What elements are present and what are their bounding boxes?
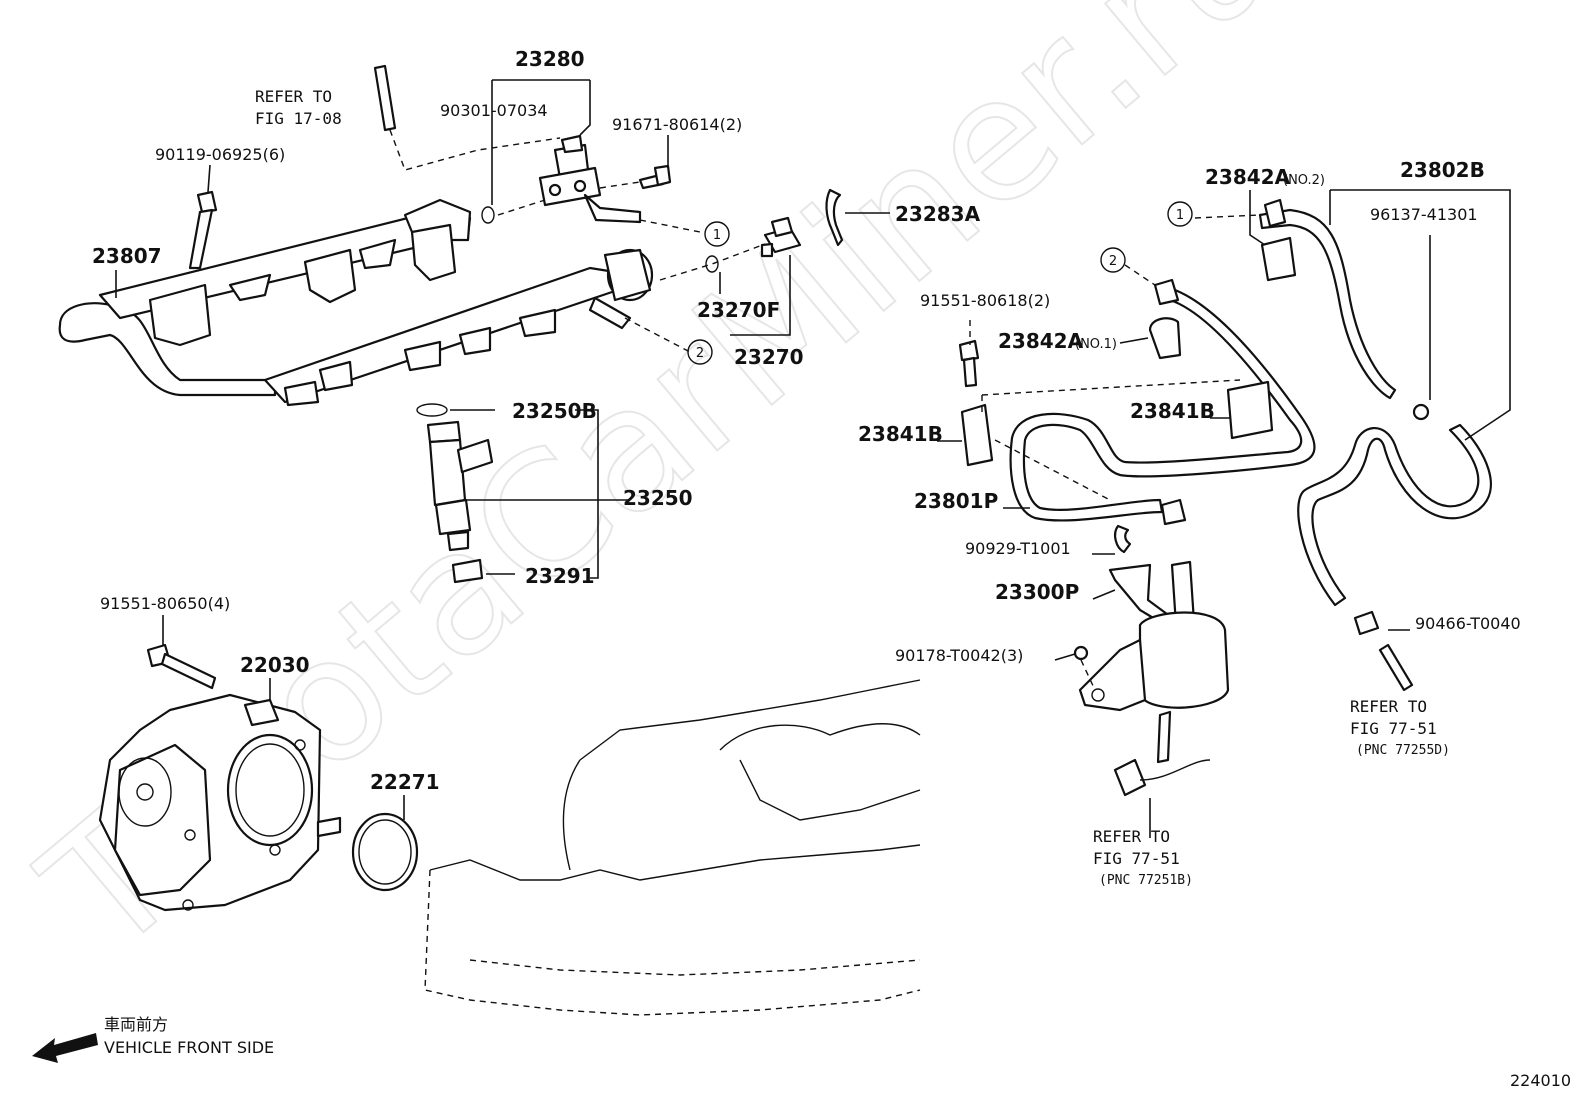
label-90301-07034[interactable]: 90301-07034 <box>440 101 548 120</box>
label-23842A-no2[interactable]: 23842A <box>1205 165 1291 189</box>
label-91551-80650[interactable]: 91551-80650(4) <box>100 594 230 613</box>
label-refer-fig-77-51-a-line3: (PNC 77255D) <box>1356 743 1450 758</box>
clamp-23841B-left[interactable] <box>960 403 994 467</box>
label-23270F[interactable]: 23270F <box>697 298 780 322</box>
clip-23283A[interactable] <box>825 188 844 247</box>
clamp-23842A-no1[interactable] <box>1148 317 1182 360</box>
label-23250B[interactable]: 23250B <box>512 399 597 423</box>
throttle-body-22030[interactable] <box>98 693 342 912</box>
gasket-22271[interactable] <box>351 812 419 892</box>
connector-2-left: 2 <box>687 339 713 365</box>
connector-2-right: 2 <box>1100 247 1126 273</box>
fuel-tube-23801P[interactable] <box>1009 278 1316 526</box>
label-refer-fig-17-08-line1: REFER TO <box>255 87 332 106</box>
label-23842A-no1-note: (NO.1) <box>1075 337 1117 352</box>
bolt-91551-80618[interactable] <box>958 339 980 388</box>
label-23250[interactable]: 23250 <box>623 486 693 510</box>
vehicle-front-indicator: 車両前方 VEHICLE FRONT SIDE <box>32 1015 274 1063</box>
label-90466-T0040[interactable]: 90466-T0040 <box>1415 614 1521 633</box>
label-91551-80618[interactable]: 91551-80618(2) <box>920 291 1050 310</box>
connector-1-right: 1 <box>1167 201 1193 227</box>
label-23300P[interactable]: 23300P <box>995 580 1079 604</box>
label-22030[interactable]: 22030 <box>240 653 310 677</box>
label-23841B-right[interactable]: 23841B <box>1130 399 1215 423</box>
label-23801P[interactable]: 23801P <box>914 489 998 513</box>
label-23283A[interactable]: 23283A <box>895 202 981 226</box>
clamp-90466-T0040[interactable] <box>1353 610 1380 636</box>
vapor-tube-end <box>1378 643 1414 692</box>
intake-manifold <box>424 679 921 1016</box>
svg-text:1: 1 <box>1176 208 1184 223</box>
label-refer-fig-77-51-a-line2: FIG 77-51 <box>1350 719 1437 738</box>
label-23270[interactable]: 23270 <box>734 345 804 369</box>
label-23841B-left[interactable]: 23841B <box>858 422 943 446</box>
label-96137-41301[interactable]: 96137-41301 <box>1370 205 1478 224</box>
leader-lines <box>115 79 1511 838</box>
clamp-23841B-right[interactable] <box>1226 380 1274 440</box>
svg-text:2: 2 <box>696 346 704 361</box>
fuel-rail-assembly[interactable] <box>58 198 654 407</box>
label-refer-fig-77-51-b-line3: (PNC 77251B) <box>1099 873 1193 888</box>
bolt-90119-06925[interactable] <box>188 190 218 270</box>
label-91671-80614[interactable]: 91671-80614(2) <box>612 115 742 134</box>
label-90929-T1001[interactable]: 90929-T1001 <box>965 539 1071 558</box>
svg-text:2: 2 <box>1109 254 1117 269</box>
label-refer-fig-77-51-a-line1: REFER TO <box>1350 697 1427 716</box>
label-refer-fig-77-51-b-line1: REFER TO <box>1093 827 1170 846</box>
fuel-injector-23250[interactable] <box>416 403 494 584</box>
clamp-23842A-no2[interactable] <box>1260 236 1297 282</box>
label-23807[interactable]: 23807 <box>92 244 162 268</box>
pressure-regulator-23280[interactable] <box>481 134 642 224</box>
pressure-sensor-23270[interactable] <box>705 216 802 273</box>
label-refer-fig-77-51-b-line2: FIG 77-51 <box>1093 849 1180 868</box>
label-23802B[interactable]: 23802B <box>1400 158 1485 182</box>
label-refer-fig-17-08-line2: FIG 17-08 <box>255 109 342 128</box>
label-22271[interactable]: 22271 <box>370 770 440 794</box>
fuel-tube-23802B[interactable] <box>1258 198 1492 607</box>
diagram-number: 224010 <box>1510 1071 1571 1090</box>
front-side-japanese: 車両前方 <box>104 1015 168 1034</box>
label-23291[interactable]: 23291 <box>525 564 595 588</box>
label-23842A-no2-note: (NO.2) <box>1283 173 1325 188</box>
label-23842A-no1[interactable]: 23842A <box>998 329 1084 353</box>
svg-text:1: 1 <box>713 228 721 243</box>
label-90178-T0042[interactable]: 90178-T0042(3) <box>895 646 1023 665</box>
front-side-english: VEHICLE FRONT SIDE <box>104 1038 274 1057</box>
bolt-91551-80650[interactable] <box>146 643 217 690</box>
connector-1-left: 1 <box>704 221 730 247</box>
label-23280[interactable]: 23280 <box>515 47 585 71</box>
pulsation-damper-23300P[interactable] <box>1073 560 1230 797</box>
clip-90929-T1001[interactable] <box>1114 524 1132 554</box>
label-90119-06925[interactable]: 90119-06925(6) <box>155 145 285 164</box>
front-arrow-icon <box>32 1033 98 1063</box>
hose-fig-17-08 <box>373 64 397 132</box>
bolt-91671-80614[interactable] <box>638 164 672 190</box>
